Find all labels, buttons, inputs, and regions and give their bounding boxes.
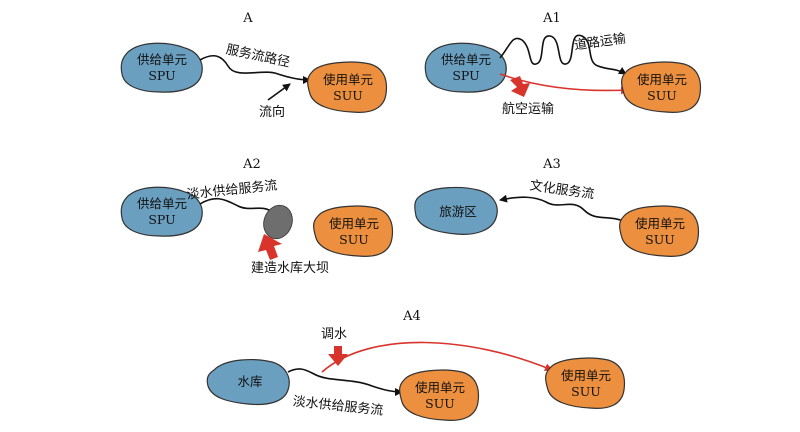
use-unit-label-1: 使用单元 bbox=[415, 380, 465, 395]
air-transport-label: 航空运输 bbox=[502, 101, 554, 117]
use-unit-label: 使用单元 bbox=[637, 72, 687, 87]
use-unit-shape bbox=[313, 205, 394, 257]
supply-unit-abbr: SPU bbox=[148, 212, 175, 227]
freshwater-flow-path bbox=[199, 197, 273, 213]
panel-a4-title: A4 bbox=[402, 309, 421, 324]
use-unit-abbr: SUU bbox=[333, 88, 363, 103]
service-flow-path bbox=[199, 54, 311, 84]
use-unit-label-2: 使用单元 bbox=[561, 368, 611, 383]
tourism-area-shape bbox=[414, 186, 498, 235]
supply-unit-label: 供给单元 bbox=[441, 52, 491, 67]
air-transport-path bbox=[499, 73, 629, 95]
use-unit-shape-2 bbox=[545, 357, 626, 409]
build-dam-arrow bbox=[258, 234, 282, 260]
use-unit-shape bbox=[621, 61, 702, 113]
use-unit-abbr-2: SUU bbox=[571, 384, 601, 399]
water-transfer-arrow bbox=[328, 346, 348, 366]
supply-unit-shape bbox=[424, 42, 507, 93]
dam-blockage bbox=[263, 204, 293, 240]
use-unit-label: 使用单元 bbox=[635, 216, 685, 231]
panel-a-title: A bbox=[242, 11, 253, 26]
freshwater-flow-label: 淡水供给服务流 bbox=[292, 393, 384, 418]
panel-a2-title: A2 bbox=[242, 157, 261, 172]
supply-unit-label: 供给单元 bbox=[137, 52, 187, 67]
reservoir-label: 水库 bbox=[237, 374, 262, 389]
supply-unit-abbr: SPU bbox=[452, 68, 479, 83]
road-transport-label: 道路运输 bbox=[573, 30, 627, 53]
tourism-area-label: 旅游区 bbox=[439, 204, 477, 219]
panel-a4: A4 水库 淡水供给服务流 调水 使用单元 SUU 使用单元 SUU bbox=[206, 309, 626, 421]
panel-a1: A1 供给单元 SPU 道路运输 航空运输 使用单元 SUU bbox=[424, 11, 702, 117]
supply-unit-abbr: SPU bbox=[148, 68, 175, 83]
panel-a: A 供给单元 SPU 服务流路径 使用单元 SUU 流向 bbox=[120, 11, 388, 120]
road-transport-path bbox=[499, 34, 627, 75]
build-dam-label: 建造水库大坝 bbox=[251, 260, 329, 276]
use-unit-shape-1 bbox=[399, 369, 480, 421]
reservoir-shape bbox=[206, 359, 290, 406]
supply-unit-shape bbox=[120, 186, 203, 237]
air-transport-arrow bbox=[510, 76, 530, 97]
supply-unit-label: 供给单元 bbox=[137, 196, 187, 211]
freshwater-flow-path bbox=[287, 368, 403, 396]
panel-a3-title: A3 bbox=[542, 157, 561, 172]
use-unit-label: 使用单元 bbox=[329, 216, 379, 231]
panel-a1-title: A1 bbox=[542, 11, 561, 26]
flow-direction-arrow bbox=[267, 83, 291, 101]
use-unit-abbr: SUU bbox=[645, 232, 675, 247]
supply-unit-shape bbox=[120, 42, 203, 93]
panel-a3: A3 旅游区 文化服务流 使用单元 SUU bbox=[414, 157, 700, 257]
use-unit-abbr: SUU bbox=[647, 88, 677, 103]
service-flow-path-label: 服务流路径 bbox=[225, 41, 292, 70]
use-unit-label: 使用单元 bbox=[323, 72, 373, 87]
flow-direction-label: 流向 bbox=[259, 104, 285, 120]
water-transfer-label: 调水 bbox=[321, 327, 347, 342]
panel-a2: A2 供给单元 SPU 淡水供给服务流 建造水库大坝 使用单元 SUU bbox=[120, 157, 394, 276]
freshwater-flow-label: 淡水供给服务流 bbox=[186, 177, 278, 202]
cultural-service-flow-path bbox=[499, 194, 627, 223]
use-unit-shape bbox=[307, 61, 388, 113]
use-unit-abbr-1: SUU bbox=[425, 396, 455, 411]
use-unit-shape bbox=[619, 205, 700, 257]
water-transfer-path bbox=[321, 341, 553, 373]
use-unit-abbr: SUU bbox=[339, 232, 369, 247]
